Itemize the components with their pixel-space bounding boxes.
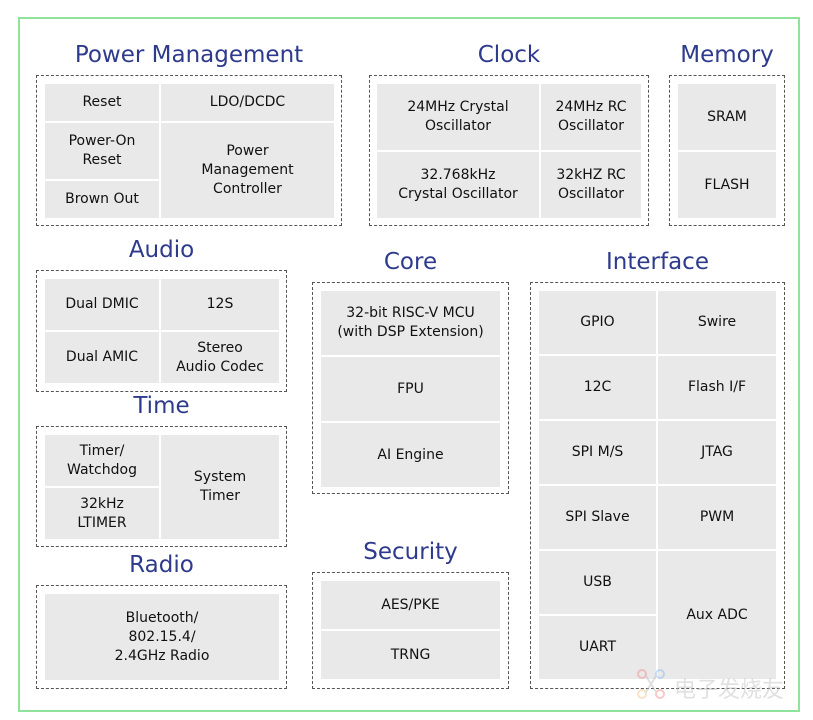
uart-cell: UART <box>539 616 656 679</box>
memory-title: Memory <box>680 42 774 68</box>
audio-title: Audio <box>128 237 195 263</box>
security-block: AES/PKE TRNG <box>312 572 509 689</box>
spi-slave-cell: SPI Slave <box>539 486 656 549</box>
audio-block: Dual DMIC 12S Dual AMIC Stereo Audio Cod… <box>36 270 287 392</box>
time-block: Timer/ Watchdog 32kHz LTIMER System Time… <box>36 426 287 547</box>
fpu-cell: FPU <box>321 357 500 421</box>
power-management-controller-cell: Power Management Controller <box>161 123 334 218</box>
aux-adc-cell: Aux ADC <box>658 551 776 679</box>
timer-watchdog-cell: Timer/ Watchdog <box>45 435 159 486</box>
interface-block: GPIO Swire 12C Flash I/F SPI M/S JTAG SP… <box>530 282 785 689</box>
power-management-block: Reset LDO/DCDC Power-On Reset Brown Out … <box>36 75 342 226</box>
sram-cell: SRAM <box>678 84 776 150</box>
core-title: Core <box>383 249 438 275</box>
bluetooth-radio-cell: Bluetooth/ 802.15.4/ 2.4GHz Radio <box>45 594 279 680</box>
clock-block: 24MHz Crystal Oscillator 24MHz RC Oscill… <box>369 75 649 226</box>
flash-if-cell: Flash I/F <box>658 356 776 419</box>
flash-cell: FLASH <box>678 152 776 218</box>
clock-title: Clock <box>477 42 541 68</box>
dual-amic-cell: Dual AMIC <box>45 332 159 383</box>
usb-cell: USB <box>539 551 656 614</box>
i2s-cell: 12S <box>161 279 279 330</box>
memory-block: SRAM FLASH <box>669 75 785 226</box>
gpio-cell: GPIO <box>539 291 656 354</box>
ldo-dcdc-cell: LDO/DCDC <box>161 84 334 121</box>
stereo-audio-codec-cell: Stereo Audio Codec <box>161 332 279 383</box>
brown-out-cell: Brown Out <box>45 181 159 218</box>
core-block: 32-bit RISC-V MCU (with DSP Extension) F… <box>312 282 509 494</box>
power-management-title: Power Management <box>74 42 304 68</box>
ai-engine-cell: AI Engine <box>321 423 500 487</box>
i2c-cell: 12C <box>539 356 656 419</box>
rc-24mhz-cell: 24MHz RC Oscillator <box>541 84 641 150</box>
dual-dmic-cell: Dual DMIC <box>45 279 159 330</box>
power-on-reset-cell: Power-On Reset <box>45 123 159 179</box>
watermark-logo-icon <box>637 669 665 699</box>
interface-title: Interface <box>606 249 709 275</box>
crystal-24mhz-cell: 24MHz Crystal Oscillator <box>377 84 539 150</box>
watermark: 电子发烧友 <box>634 664 804 710</box>
security-title: Security <box>363 539 458 565</box>
ltimer-cell: 32kHz LTIMER <box>45 488 159 539</box>
swire-cell: Swire <box>658 291 776 354</box>
diagram-frame <box>18 17 800 712</box>
jtag-cell: JTAG <box>658 421 776 484</box>
spi-ms-cell: SPI M/S <box>539 421 656 484</box>
rc-32khz-cell: 32kHZ RC Oscillator <box>541 152 641 218</box>
crystal-32khz-cell: 32.768kHz Crystal Oscillator <box>377 152 539 218</box>
risc-v-mcu-cell: 32-bit RISC-V MCU (with DSP Extension) <box>321 291 500 355</box>
reset-cell: Reset <box>45 84 159 121</box>
trng-cell: TRNG <box>321 631 500 679</box>
time-title: Time <box>133 393 190 419</box>
pwm-cell: PWM <box>658 486 776 549</box>
radio-block: Bluetooth/ 802.15.4/ 2.4GHz Radio <box>36 585 287 689</box>
radio-title: Radio <box>129 552 194 578</box>
system-timer-cell: System Timer <box>161 435 279 539</box>
aes-pke-cell: AES/PKE <box>321 581 500 629</box>
watermark-text: 电子发烧友 <box>674 678 785 703</box>
